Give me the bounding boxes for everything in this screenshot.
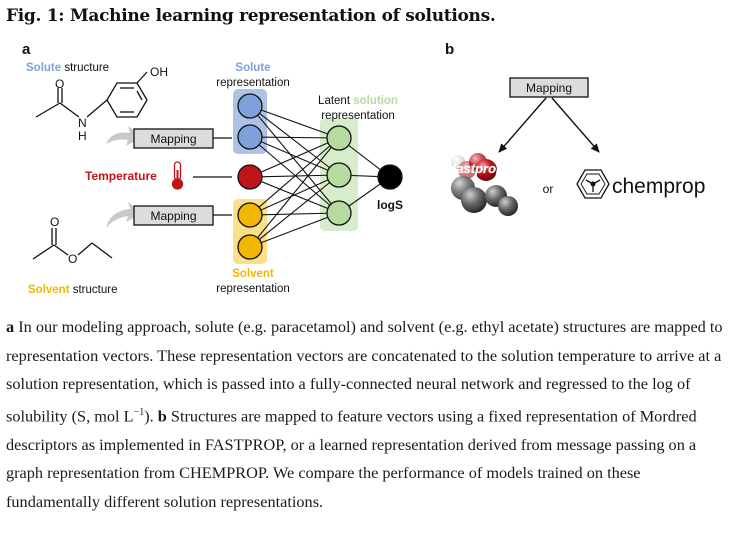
caption-log: log bbox=[652, 374, 673, 394]
atom-o-carbonyl: O bbox=[55, 77, 64, 91]
solute-mapping-arrow bbox=[106, 126, 142, 146]
fastprop-logo: fastprop bbox=[451, 153, 518, 216]
arrow-to-fastprop bbox=[498, 97, 547, 153]
output-label: logS bbox=[377, 198, 403, 212]
fastprop-text: fastprop bbox=[452, 161, 504, 176]
latent-label: Latent solution bbox=[318, 95, 398, 107]
panel-b-mapping-label: Mapping bbox=[526, 81, 572, 95]
thermometer-icon bbox=[171, 161, 184, 190]
latent-node-1 bbox=[326, 125, 352, 151]
caption-a-label: a bbox=[6, 317, 15, 336]
figure-caption: a In our modeling approach, solute (e.g.… bbox=[6, 313, 726, 517]
solute-node-2 bbox=[237, 124, 263, 150]
figure-diagram: a Solute structure OH O N H Mapping Mapp… bbox=[22, 41, 705, 296]
panel-b-mapping-box bbox=[509, 77, 589, 98]
solvent-node-1 bbox=[237, 202, 263, 228]
mapping-solvent-label: Mapping bbox=[150, 209, 196, 223]
solute-node-1 bbox=[237, 93, 263, 119]
temperature-label: Temperature bbox=[85, 169, 157, 183]
solvent-node-2 bbox=[237, 234, 263, 260]
temperature-node bbox=[237, 164, 263, 190]
chemprop-text: chemprop bbox=[612, 175, 705, 198]
caption-b-text: Structures are mapped to feature vectors… bbox=[6, 406, 697, 511]
solute-structure-colored: Solute bbox=[26, 62, 61, 74]
latent-pre: Latent bbox=[318, 95, 353, 107]
solute-rep-label: Solute bbox=[235, 62, 270, 74]
solvent-structure-plain: structure bbox=[70, 284, 118, 296]
solvent-atom-o-mid: O bbox=[68, 252, 77, 266]
caption-a-text-3: ). bbox=[144, 406, 158, 426]
solute-rep-label-2: representation bbox=[216, 77, 290, 89]
panel-b-or: or bbox=[543, 182, 554, 196]
mapping-solute-label: Mapping bbox=[150, 132, 196, 146]
atom-h: H bbox=[78, 129, 87, 143]
solvent-structure-label: Solvent structure bbox=[28, 284, 117, 296]
solvent-structure-colored: Solvent bbox=[28, 284, 70, 296]
solute-structure-plain: structure bbox=[61, 62, 109, 74]
paracetamol-structure bbox=[35, 71, 148, 118]
latent-colored: solution bbox=[353, 95, 398, 107]
figure-title: Fig. 1: Machine learning representation … bbox=[6, 6, 496, 26]
solvent-mapping-arrow bbox=[106, 202, 142, 228]
latent-node-2 bbox=[326, 162, 352, 188]
solute-structure-label: Solute structure bbox=[26, 62, 109, 74]
solvent-atom-o-top: O bbox=[50, 215, 59, 229]
output-node bbox=[377, 164, 403, 190]
solvent-rep-label-2: representation bbox=[216, 283, 290, 295]
chemprop-hexagon-icon bbox=[576, 169, 610, 199]
latent-node-3 bbox=[326, 200, 352, 226]
caption-a-text-2: of solubility (S, mol L bbox=[6, 374, 691, 426]
caption-a-text-1: In our modeling approach, solute (e.g. p… bbox=[6, 317, 723, 394]
panel-a-letter: a bbox=[22, 41, 31, 58]
solvent-rep-label: Solvent bbox=[232, 268, 274, 280]
caption-superscript: −1 bbox=[133, 406, 145, 418]
latent-label-2: representation bbox=[321, 110, 395, 122]
arrow-to-chemprop bbox=[551, 97, 600, 153]
atom-oh: OH bbox=[150, 65, 168, 79]
caption-b-label: b bbox=[157, 406, 167, 426]
atom-n: N bbox=[78, 116, 87, 130]
panel-b-letter: b bbox=[445, 41, 454, 58]
ethyl-acetate-structure bbox=[32, 228, 113, 260]
solute-rep-line1: Solute bbox=[235, 62, 270, 74]
